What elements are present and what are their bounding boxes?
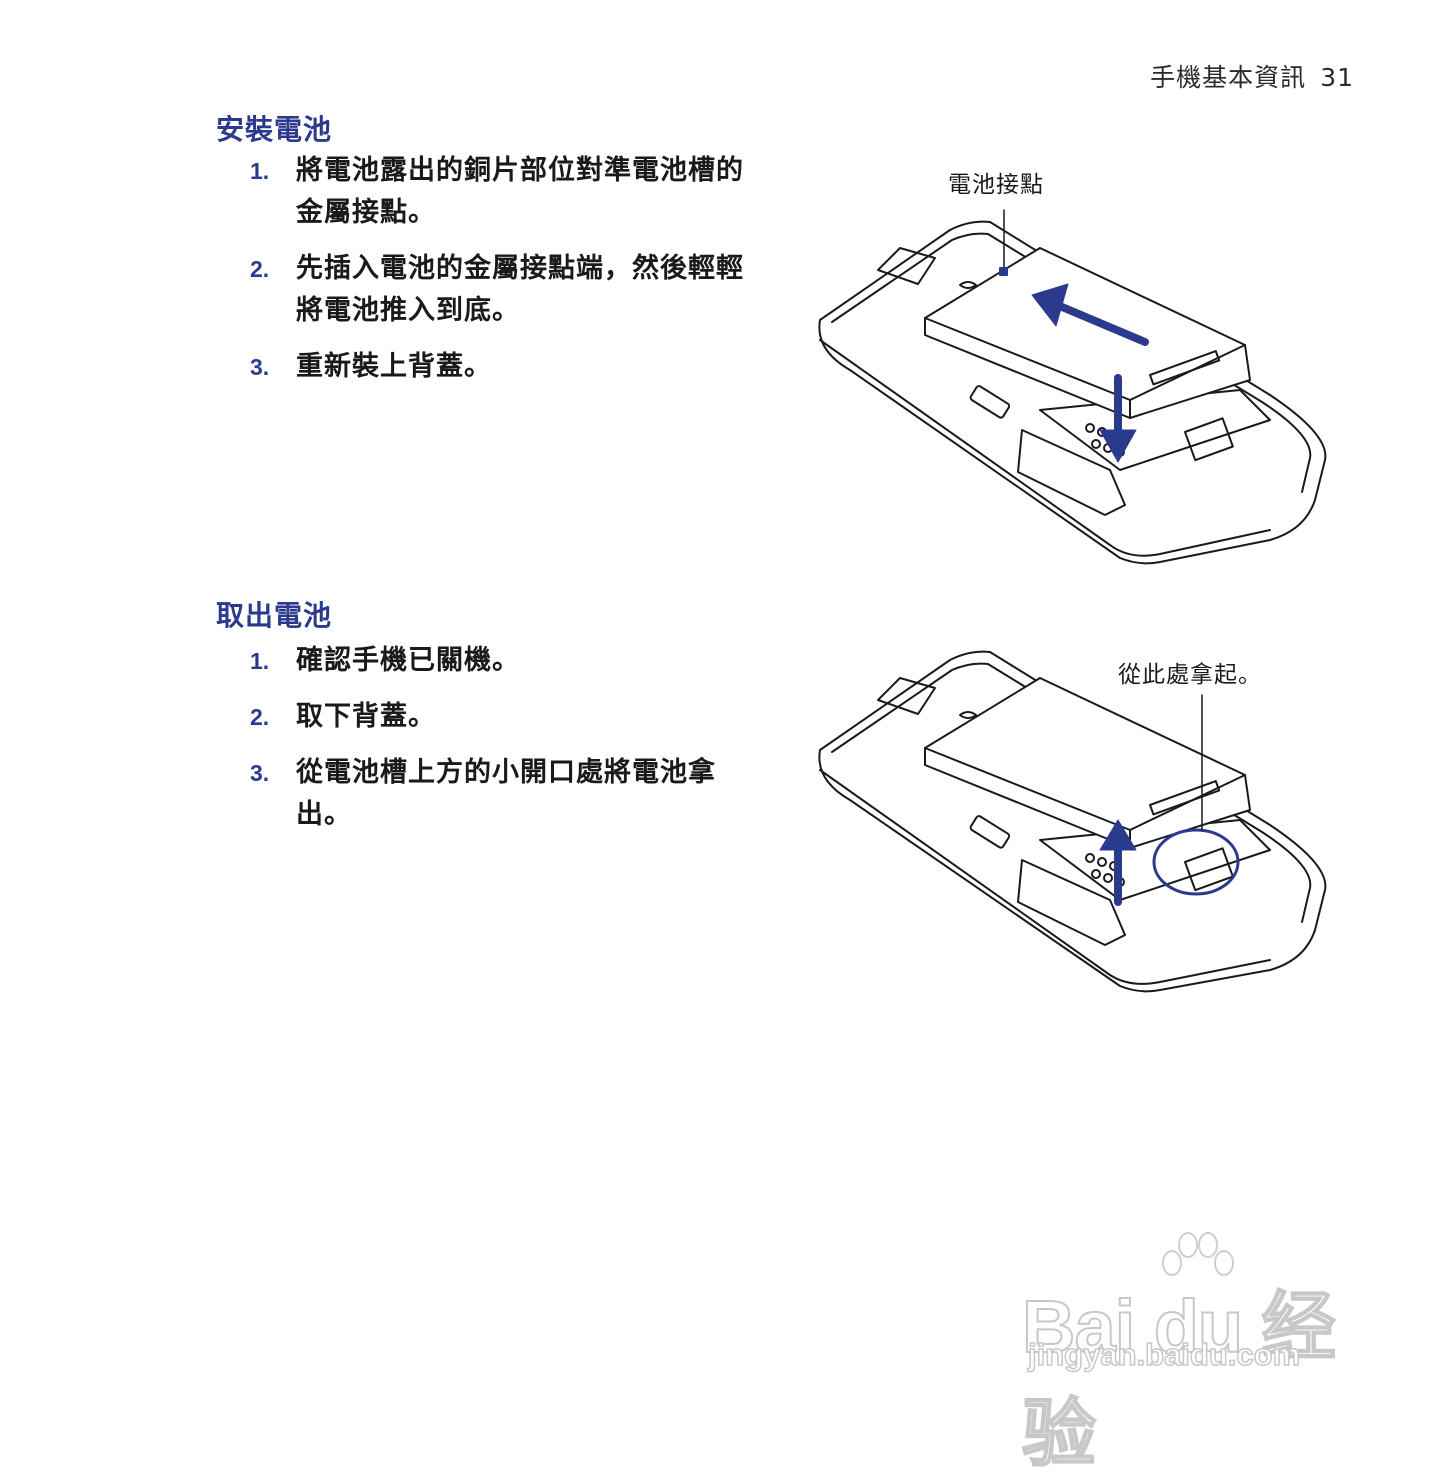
step-text: 取下背蓋。	[296, 701, 436, 732]
step-text: 從電池槽上方的小開口處將電池拿出。	[296, 757, 716, 830]
battery-logo	[959, 711, 977, 719]
callout-dot	[999, 267, 1008, 276]
lift-up-arrow	[1099, 819, 1137, 906]
running-header: 手機基本資訊 31	[1150, 58, 1354, 94]
step-number: 3.	[250, 354, 270, 380]
page-number: 31	[1320, 63, 1354, 92]
install-battery-illustration	[818, 209, 1327, 565]
remove-battery-illustration	[818, 650, 1327, 993]
remove-step-1: 1. 確認手機已關機。	[250, 640, 770, 682]
remove-step-2: 2. 取下背蓋。	[250, 696, 770, 738]
step-number: 3.	[250, 760, 270, 786]
remove-section-title: 取出電池	[216, 599, 333, 632]
step-text: 確認手機已關機。	[296, 645, 520, 676]
install-step-3: 3. 重新裝上背蓋。	[250, 346, 770, 388]
install-step-2: 2. 先插入電池的金屬接點端，然後輕輕將電池推入到底。	[250, 248, 770, 332]
battery-contacts-label: 電池接點	[948, 172, 1044, 198]
sim-slot	[1184, 847, 1234, 892]
remove-steps: 1. 確認手機已關機。 2. 取下背蓋。 3. 從電池槽上方的小開口處將電池拿出…	[250, 640, 770, 850]
install-section-title: 安裝電池	[216, 113, 333, 146]
bottom-tab	[1017, 429, 1126, 516]
top-tab	[877, 677, 936, 715]
bottom-tab	[1017, 859, 1126, 946]
step-text: 先插入電池的金屬接點端，然後輕輕將電池推入到底。	[296, 253, 744, 326]
top-tab	[877, 247, 936, 285]
battery-contact-strip	[1149, 780, 1221, 816]
step-number: 2.	[250, 256, 270, 282]
side-button	[969, 385, 1011, 419]
step-text: 將電池露出的銅片部位對準電池槽的金屬接點。	[296, 155, 744, 228]
paw-logo-icon	[1162, 1232, 1234, 1276]
phone-body	[818, 650, 1327, 993]
step-number: 1.	[250, 648, 270, 674]
lift-here-label: 從此處拿起。	[1118, 662, 1262, 688]
chapter-title: 手機基本資訊	[1150, 63, 1307, 92]
install-step-1: 1. 將電池露出的銅片部位對準電池槽的金屬接點。	[250, 150, 770, 234]
lift-point-circle	[1152, 828, 1240, 896]
battery-pack	[924, 247, 1251, 419]
battery-contact-strip	[1149, 350, 1221, 386]
watermark-logo: Bai du 经验	[1021, 1284, 1337, 1476]
step-number: 1.	[250, 158, 270, 184]
sim-slot	[1184, 417, 1234, 462]
watermark-url: jingyan.baidu.com	[1027, 1336, 1301, 1373]
battery-logo	[959, 281, 977, 289]
step-number: 2.	[250, 704, 270, 730]
phone-body	[818, 220, 1327, 565]
push-down-arrow	[1099, 374, 1137, 463]
phone-rim	[831, 662, 1312, 923]
baidu-watermark: Bai du 经验 jingyan.baidu.com	[1021, 1225, 1352, 1476]
step-text: 重新裝上背蓋。	[296, 351, 492, 382]
install-steps: 1. 將電池露出的銅片部位對準電池槽的金屬接點。 2. 先插入電池的金屬接點端，…	[250, 150, 770, 402]
slide-arrow	[1031, 283, 1149, 346]
phone-rim	[831, 232, 1312, 493]
remove-step-3: 3. 從電池槽上方的小開口處將電池拿出。	[250, 752, 770, 836]
battery-pack	[924, 677, 1251, 849]
side-button	[969, 815, 1011, 849]
